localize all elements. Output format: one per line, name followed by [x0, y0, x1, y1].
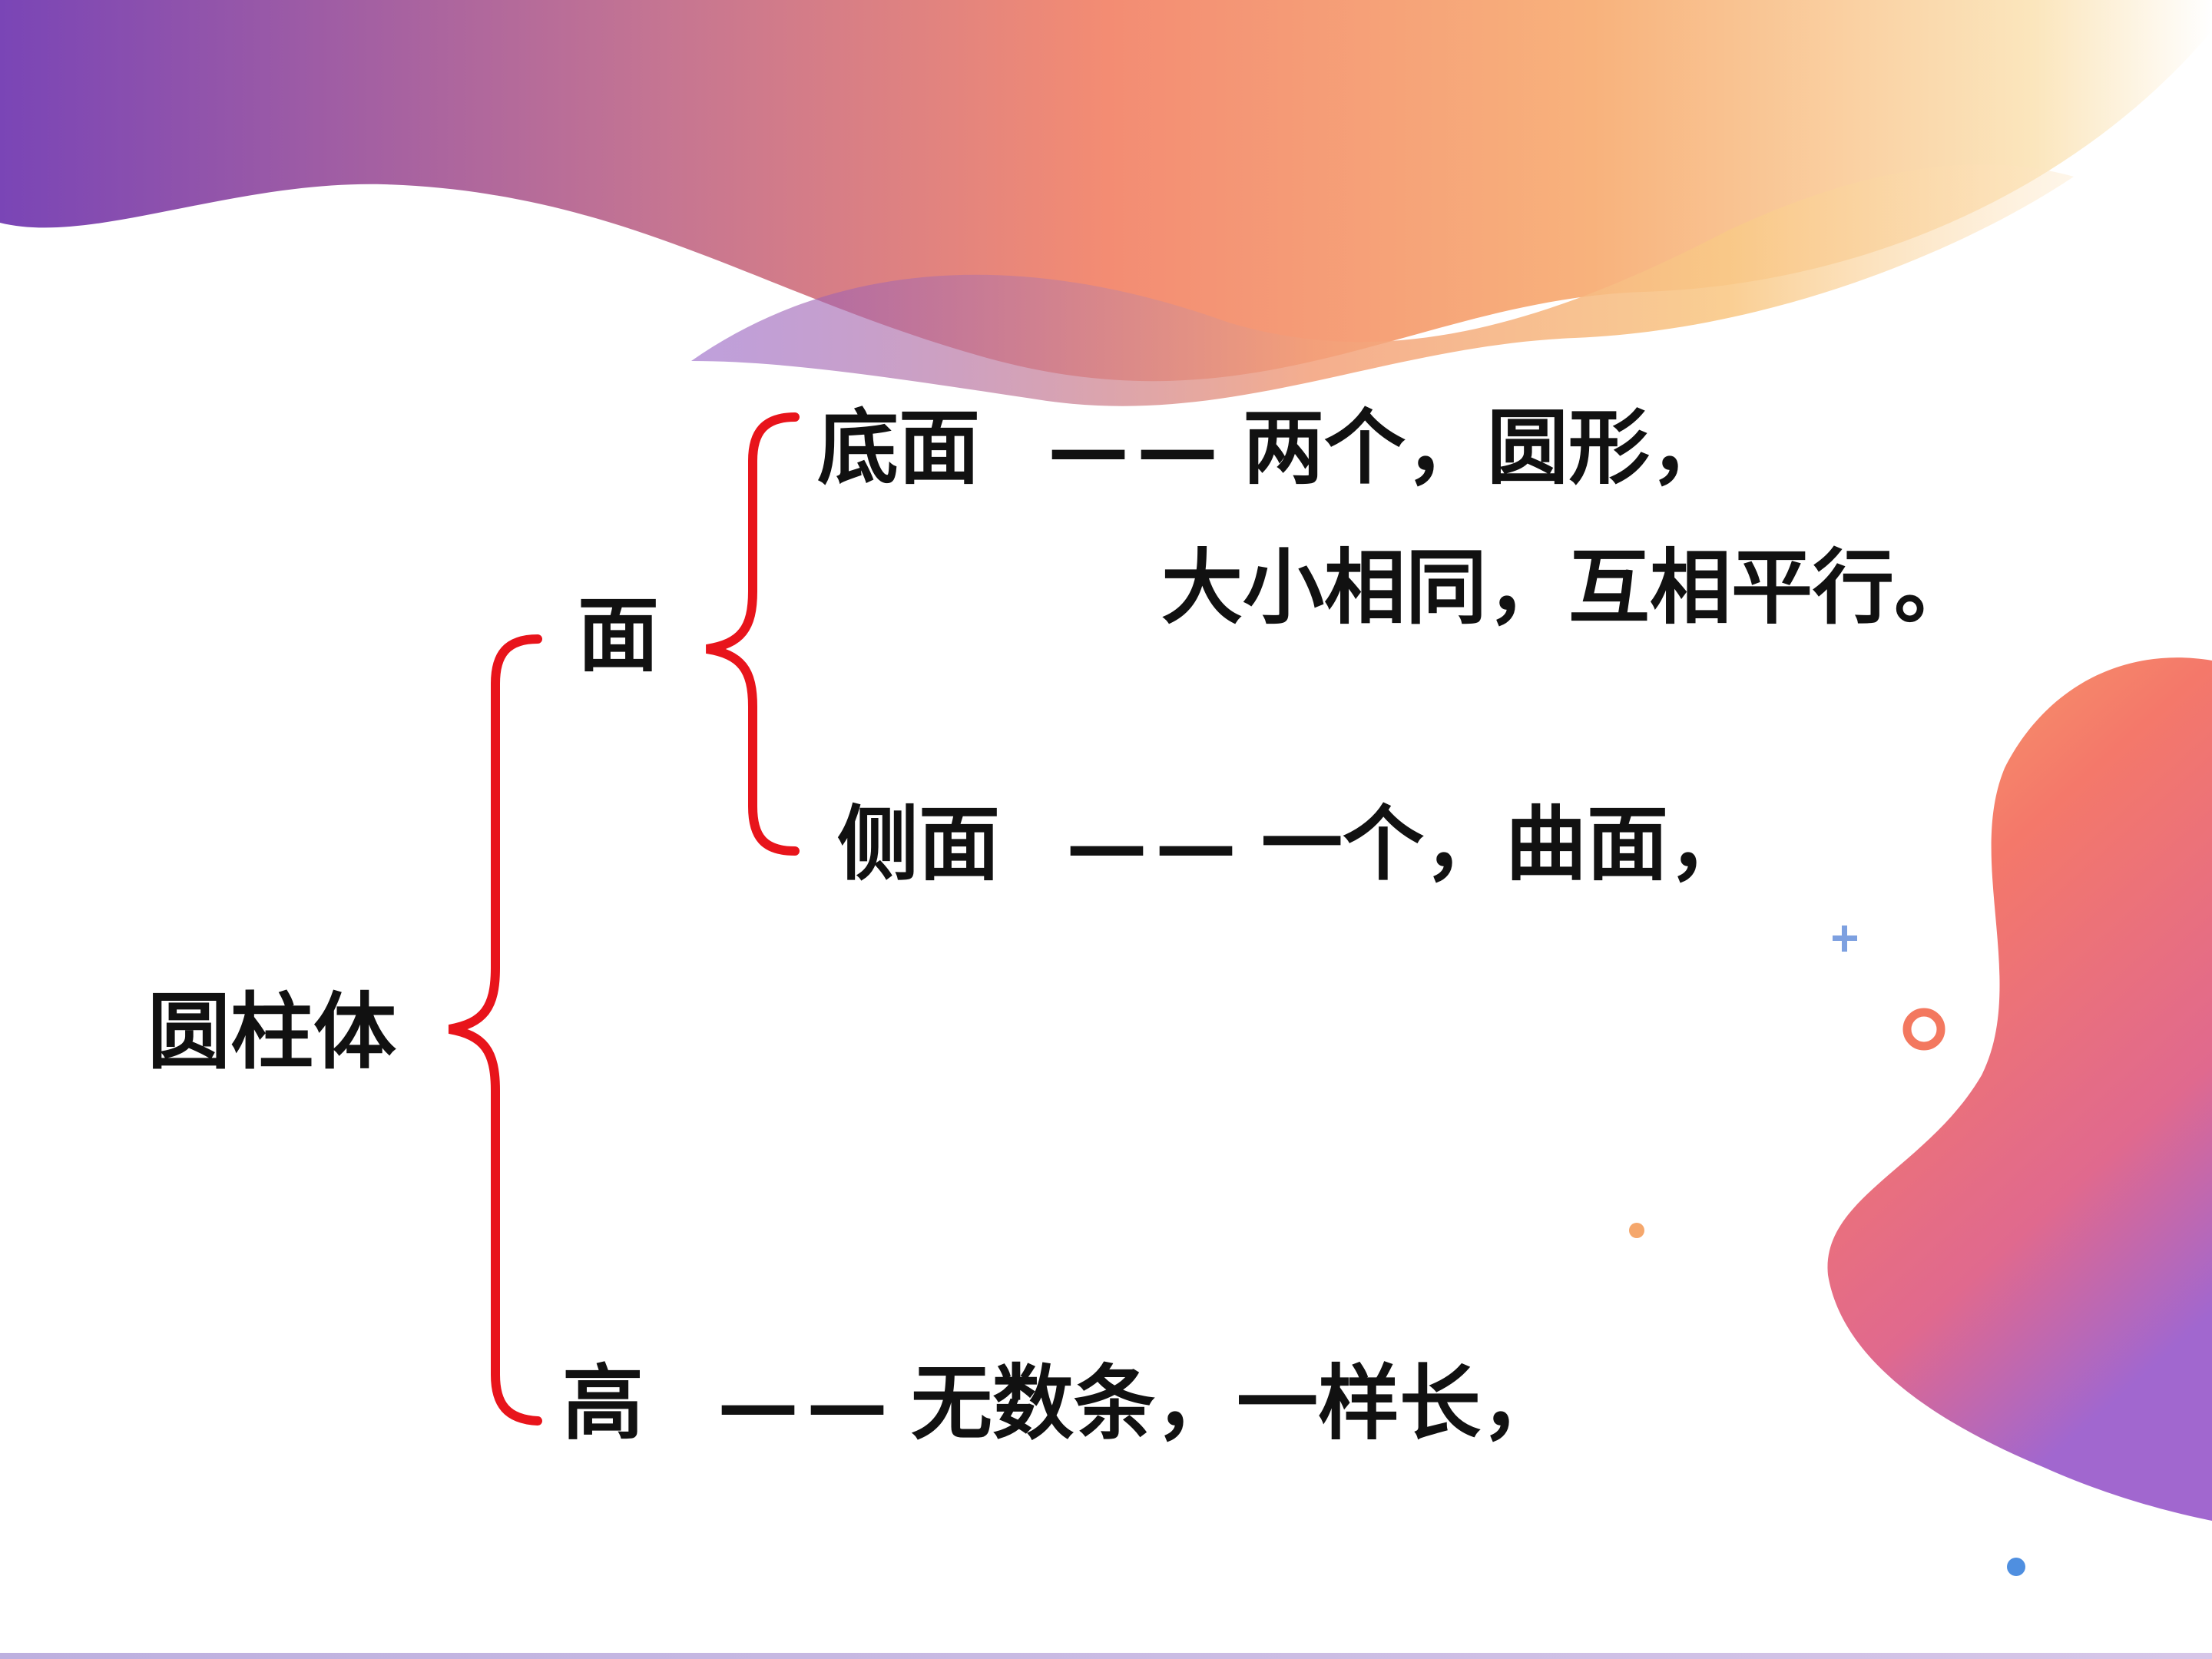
top-wave-overlay	[691, 164, 2074, 406]
bottom-divider	[0, 1653, 2212, 1659]
lateral-face-desc: 一个，曲面，	[1261, 796, 1750, 892]
lateral-face-dash: ——	[1066, 796, 1244, 892]
root-brace	[448, 634, 542, 1426]
lateral-face-label: 侧面	[837, 796, 1000, 892]
base-face-label: 底面	[817, 399, 980, 495]
base-face-dash: ——	[1048, 399, 1226, 495]
height-dash: ——	[717, 1355, 896, 1451]
face-brace	[705, 412, 800, 856]
plus-icon	[1833, 926, 1857, 952]
dot-orange-icon	[1629, 1223, 1644, 1238]
height-label: 高	[562, 1355, 644, 1451]
right-blob-shape	[1827, 657, 2212, 1521]
cylinder-label: 圆柱体	[147, 984, 397, 1081]
base-face-desc-2: 大小相同，互相平行。	[1161, 539, 1975, 635]
ring-icon	[1902, 1008, 1945, 1051]
base-face-desc-1: 两个，圆形，	[1243, 399, 1731, 495]
face-label: 面	[578, 587, 659, 683]
dot-blue-icon	[2007, 1558, 2025, 1576]
height-desc: 无数条，一样长，	[911, 1355, 1562, 1451]
